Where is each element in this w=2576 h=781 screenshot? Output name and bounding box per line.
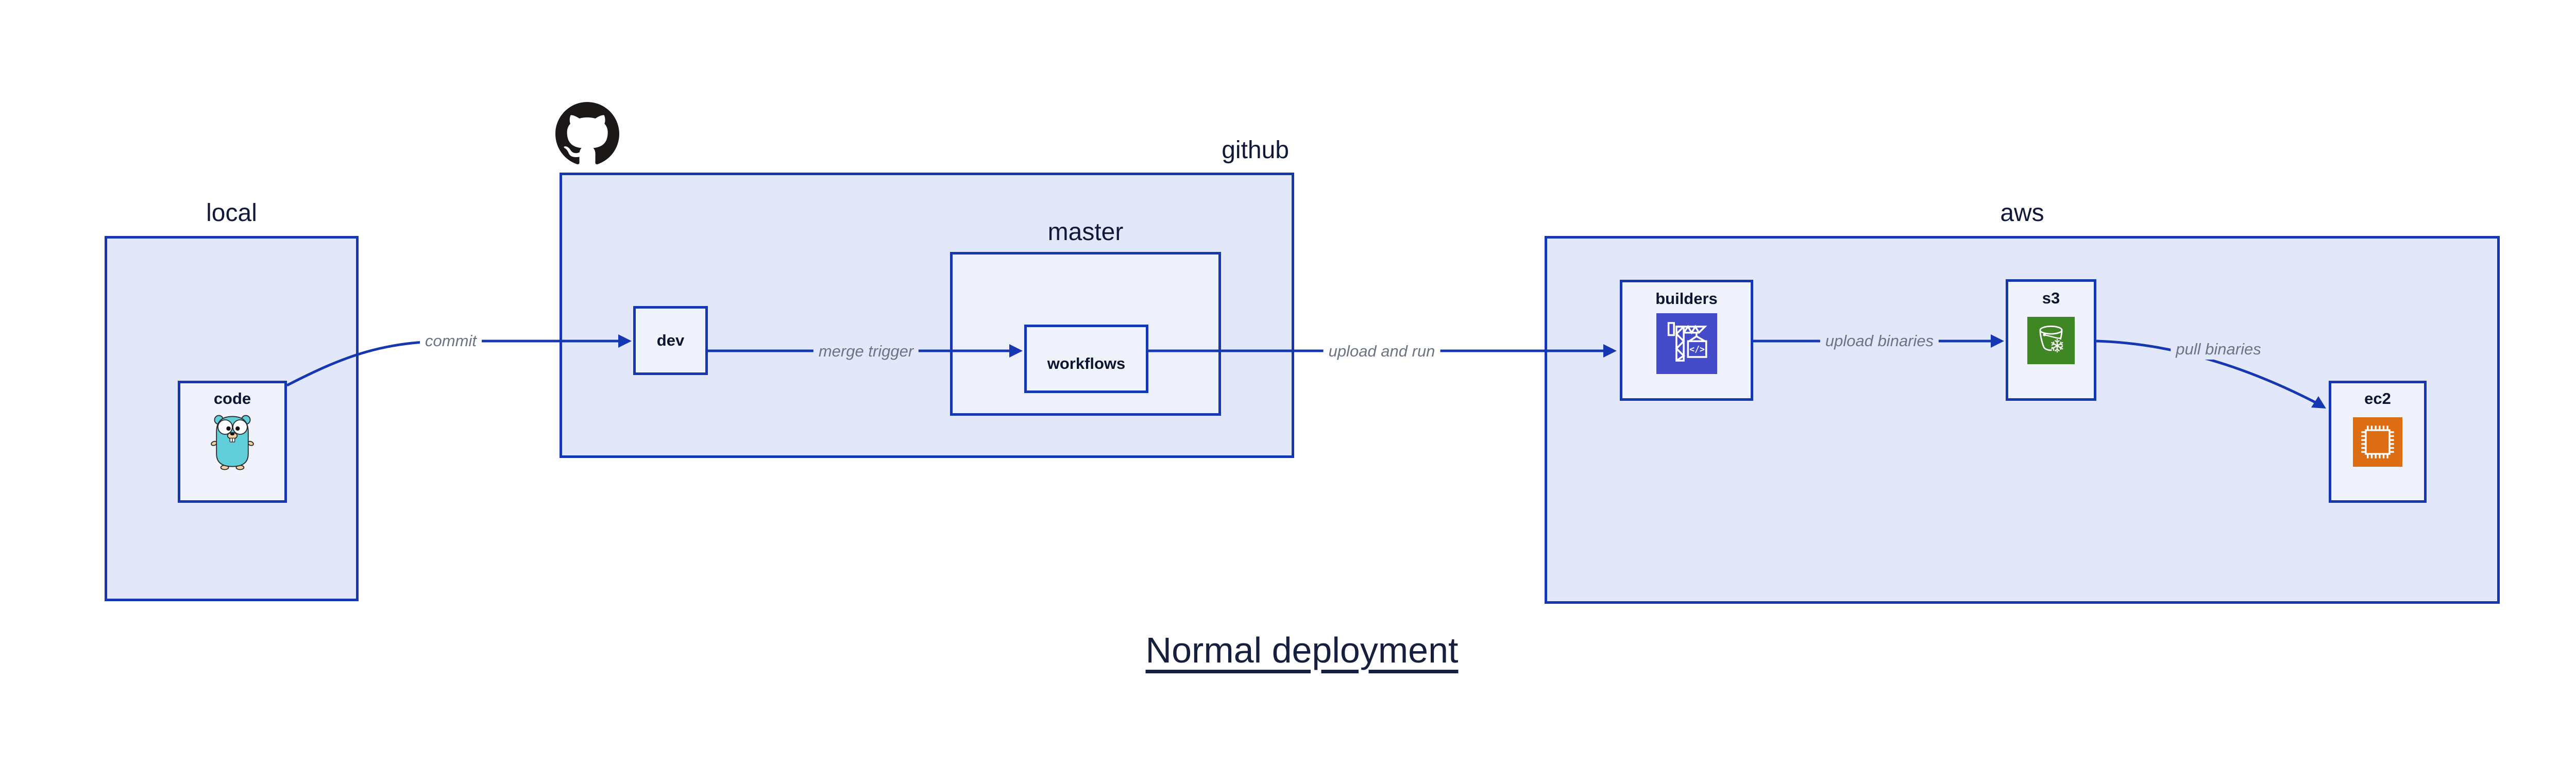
go-gopher-icon	[211, 415, 254, 470]
github-group-label: github	[1222, 137, 1289, 164]
code-node: code	[178, 381, 287, 503]
dev-node-label: dev	[656, 331, 685, 349]
s3-node-label: s3	[2042, 289, 2060, 307]
edge-label-commit: commit	[420, 331, 482, 351]
edge-label-upload-binaries: upload binaries	[1820, 331, 1939, 351]
codebuild-code-glyph: </>	[1689, 345, 1705, 354]
aws-ec2-icon	[2353, 417, 2402, 467]
workflows-node: workflows	[1024, 325, 1148, 393]
master-group-label: master	[1047, 218, 1124, 246]
ec2-node: ec2	[2329, 381, 2427, 503]
ec2-node-label: ec2	[2364, 389, 2391, 408]
code-node-label: code	[213, 389, 251, 408]
workflows-node-label: workflows	[1047, 354, 1126, 372]
edge-label-pull-binaries: pull binaries	[2171, 339, 2266, 360]
aws-s3-glacier-icon	[2027, 317, 2075, 364]
edge-label-merge-trigger: merge trigger	[813, 341, 919, 362]
github-logo-icon	[555, 102, 619, 164]
s3-node: s3	[2006, 279, 2096, 401]
dev-node: dev	[633, 306, 708, 375]
edge-label-upload-and-run: upload and run	[1323, 341, 1440, 362]
diagram-title: Normal deployment	[1145, 630, 1459, 670]
builders-node: builders </>	[1620, 280, 1753, 401]
aws-group-label: aws	[2000, 199, 2044, 227]
local-group-label: local	[206, 199, 257, 227]
aws-codebuild-icon: </>	[1656, 313, 1717, 374]
builders-node-label: builders	[1655, 290, 1718, 308]
